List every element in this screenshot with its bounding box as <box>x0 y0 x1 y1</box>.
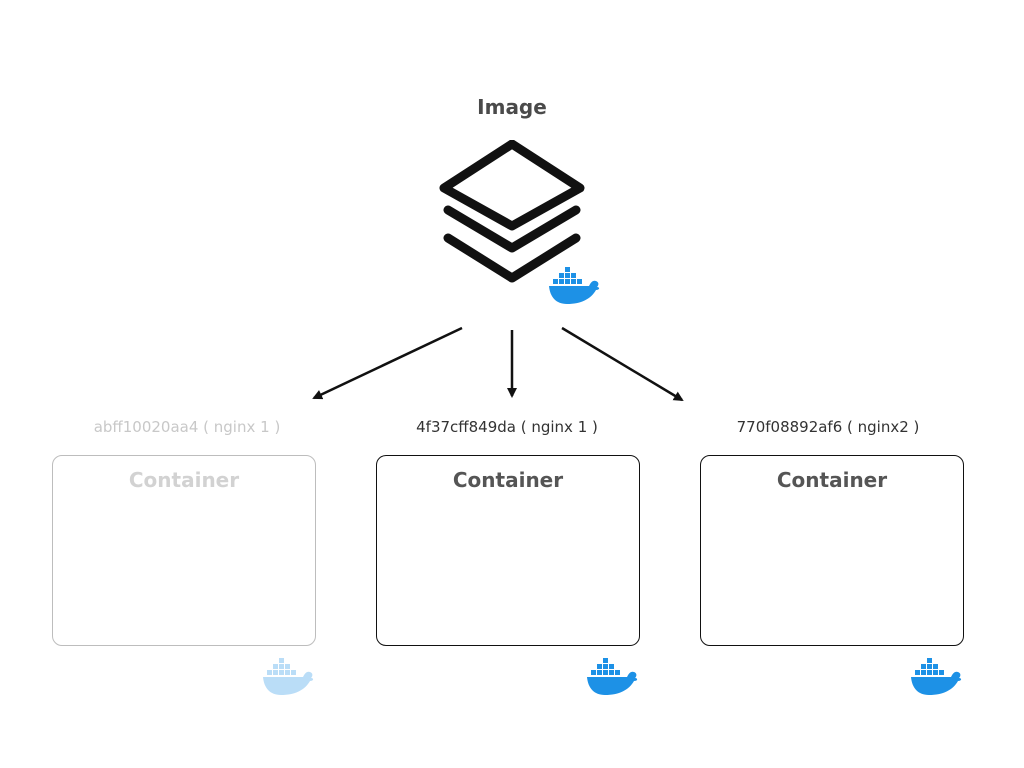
container-id-label: 770f08892af6 ( nginx2 ) <box>736 418 920 436</box>
arrow-right <box>561 326 684 402</box>
arrow-left <box>312 326 463 400</box>
container-box[interactable]: Container <box>52 455 316 646</box>
docker-whale-icon <box>911 658 962 695</box>
layers-stack-icon <box>439 140 585 283</box>
docker-whale-icon <box>587 658 638 695</box>
container-box[interactable]: Container <box>700 455 964 646</box>
container-label: Container <box>452 468 564 492</box>
docker-whale-icon <box>549 267 600 304</box>
container-id-label: 4f37cff849da ( nginx 1 ) <box>416 418 598 436</box>
container-box[interactable]: Container <box>376 455 640 646</box>
container-label: Container <box>128 468 240 492</box>
container-id-label: abff10020aa4 ( nginx 1 ) <box>93 418 281 436</box>
image-title: Image <box>477 95 547 119</box>
docker-whale-icon <box>263 658 314 695</box>
container-label: Container <box>776 468 888 492</box>
